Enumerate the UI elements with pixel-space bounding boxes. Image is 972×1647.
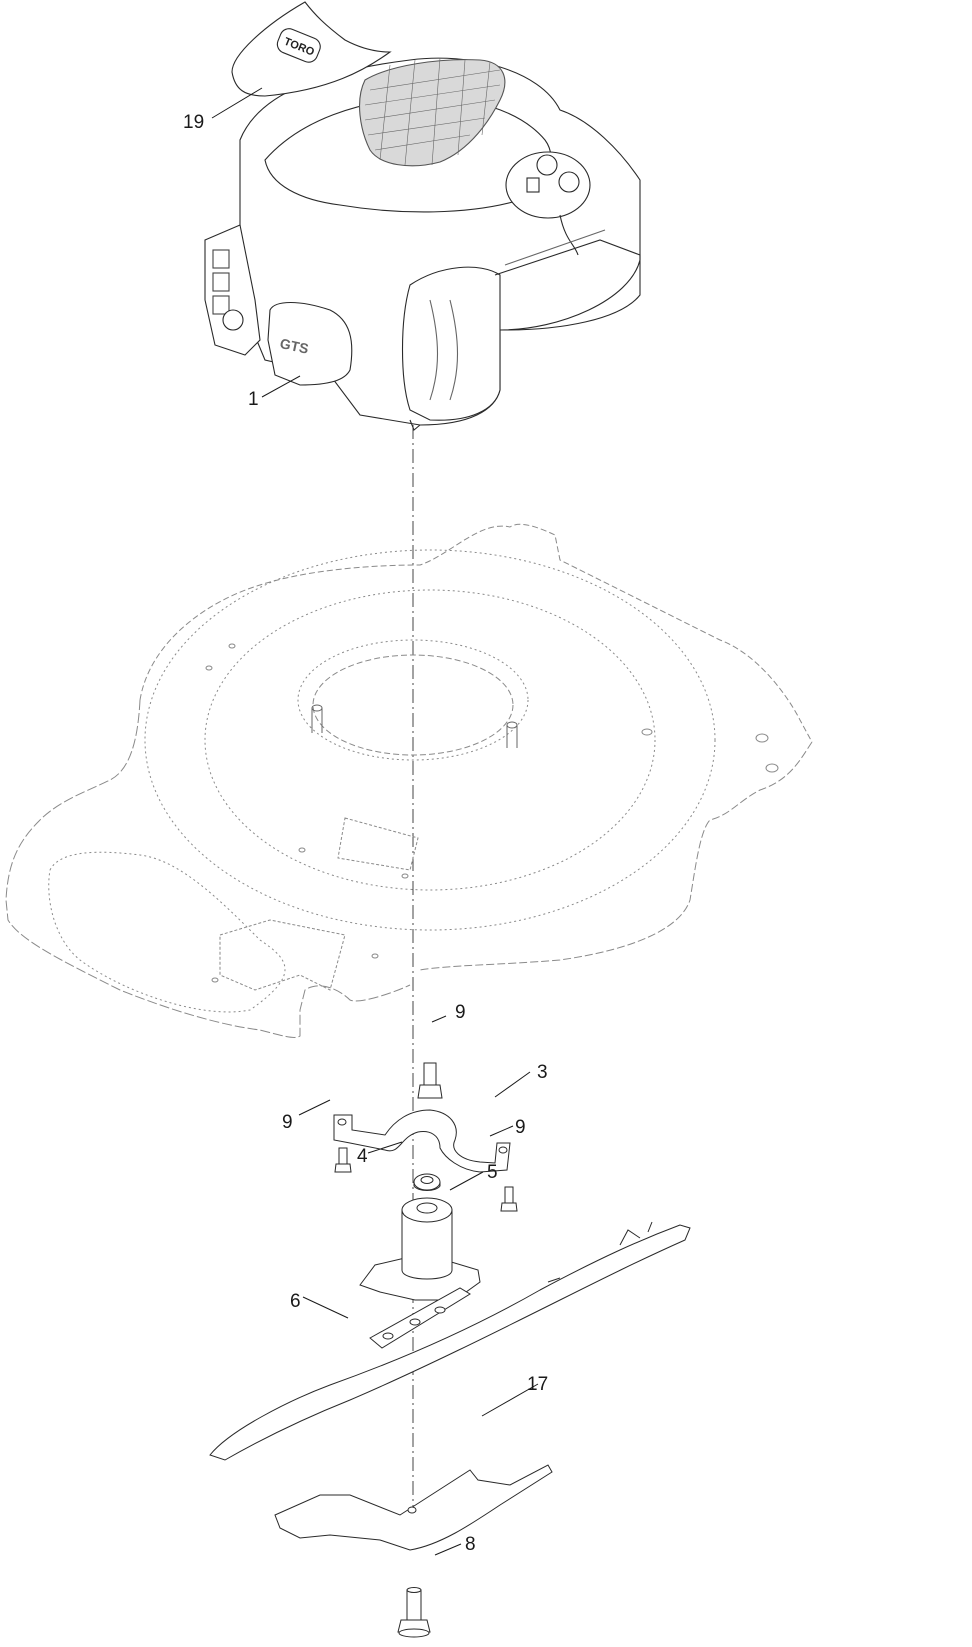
blade-bolt bbox=[397, 1587, 431, 1638]
bolt-right bbox=[500, 1186, 518, 1212]
callout-9-left: 9 bbox=[282, 1112, 293, 1133]
callout-1: 1 bbox=[248, 389, 259, 410]
engine-assembly: GTS bbox=[204, 57, 641, 431]
blade-adapter bbox=[359, 1197, 481, 1301]
callout-9-right: 9 bbox=[515, 1117, 526, 1138]
callout-8: 8 bbox=[465, 1534, 476, 1555]
toro-decal: TORO bbox=[231, 1, 392, 97]
callout-4: 4 bbox=[357, 1146, 368, 1167]
cutting-blade bbox=[209, 1221, 691, 1461]
bolt-left bbox=[334, 1147, 352, 1173]
blade-bracket bbox=[333, 1109, 511, 1173]
washer bbox=[413, 1173, 441, 1191]
svg-text:GTS: GTS bbox=[279, 335, 310, 357]
callout-5: 5 bbox=[487, 1162, 498, 1183]
callout-17: 17 bbox=[527, 1374, 549, 1395]
mower-deck bbox=[5, 523, 813, 1038]
callout-19: 19 bbox=[183, 112, 205, 133]
callout-9-top: 9 bbox=[455, 1002, 466, 1023]
bolt-top bbox=[417, 1062, 443, 1099]
blade-stiffener bbox=[274, 1464, 553, 1551]
callout-6: 6 bbox=[290, 1291, 301, 1312]
callout-leader-lines bbox=[211, 87, 539, 1556]
callout-3: 3 bbox=[537, 1062, 548, 1083]
